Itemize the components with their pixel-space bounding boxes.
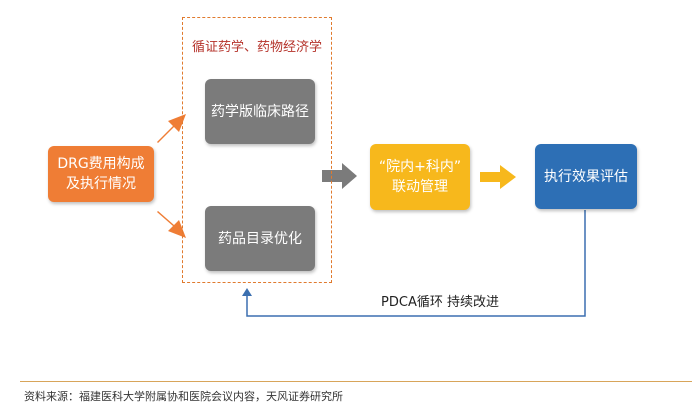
pathway-box: 药学版临床路径 <box>205 79 315 144</box>
evidence-group-frame <box>182 17 332 283</box>
pdca-loop-arrowhead <box>242 288 252 296</box>
evaluation-box: 执行效果评估 <box>535 144 637 209</box>
evaluation-label: 执行效果评估 <box>544 168 628 185</box>
arrow-up-right <box>157 114 186 143</box>
source-note: 资料来源：福建医科大学附属协和医院会议内容，天风证券研究所 <box>24 390 343 403</box>
catalog-box: 药品目录优化 <box>205 206 315 271</box>
arrow-yellow <box>480 165 516 189</box>
drg-line2: 及执行情况 <box>65 176 136 192</box>
pdca-loop-line <box>246 210 586 317</box>
linkage-box: “院内+科内” 联动管理 <box>370 144 470 210</box>
footer-divider <box>20 381 692 382</box>
group-title: 循证药学、药物经济学 <box>191 40 322 55</box>
pathway-label: 药学版临床路径 <box>211 103 309 120</box>
drg-box: DRG费用构成 及执行情况 <box>48 146 154 202</box>
arrow-down-right <box>157 211 186 238</box>
catalog-label: 药品目录优化 <box>218 230 302 247</box>
linkage-line1: “院内+科内” <box>378 159 462 175</box>
drg-line1: DRG费用构成 <box>57 156 145 172</box>
linkage-line2: 联动管理 <box>392 179 448 195</box>
pdca-label: PDCA循环 持续改进 <box>381 295 499 310</box>
arrow-gray <box>322 163 357 189</box>
